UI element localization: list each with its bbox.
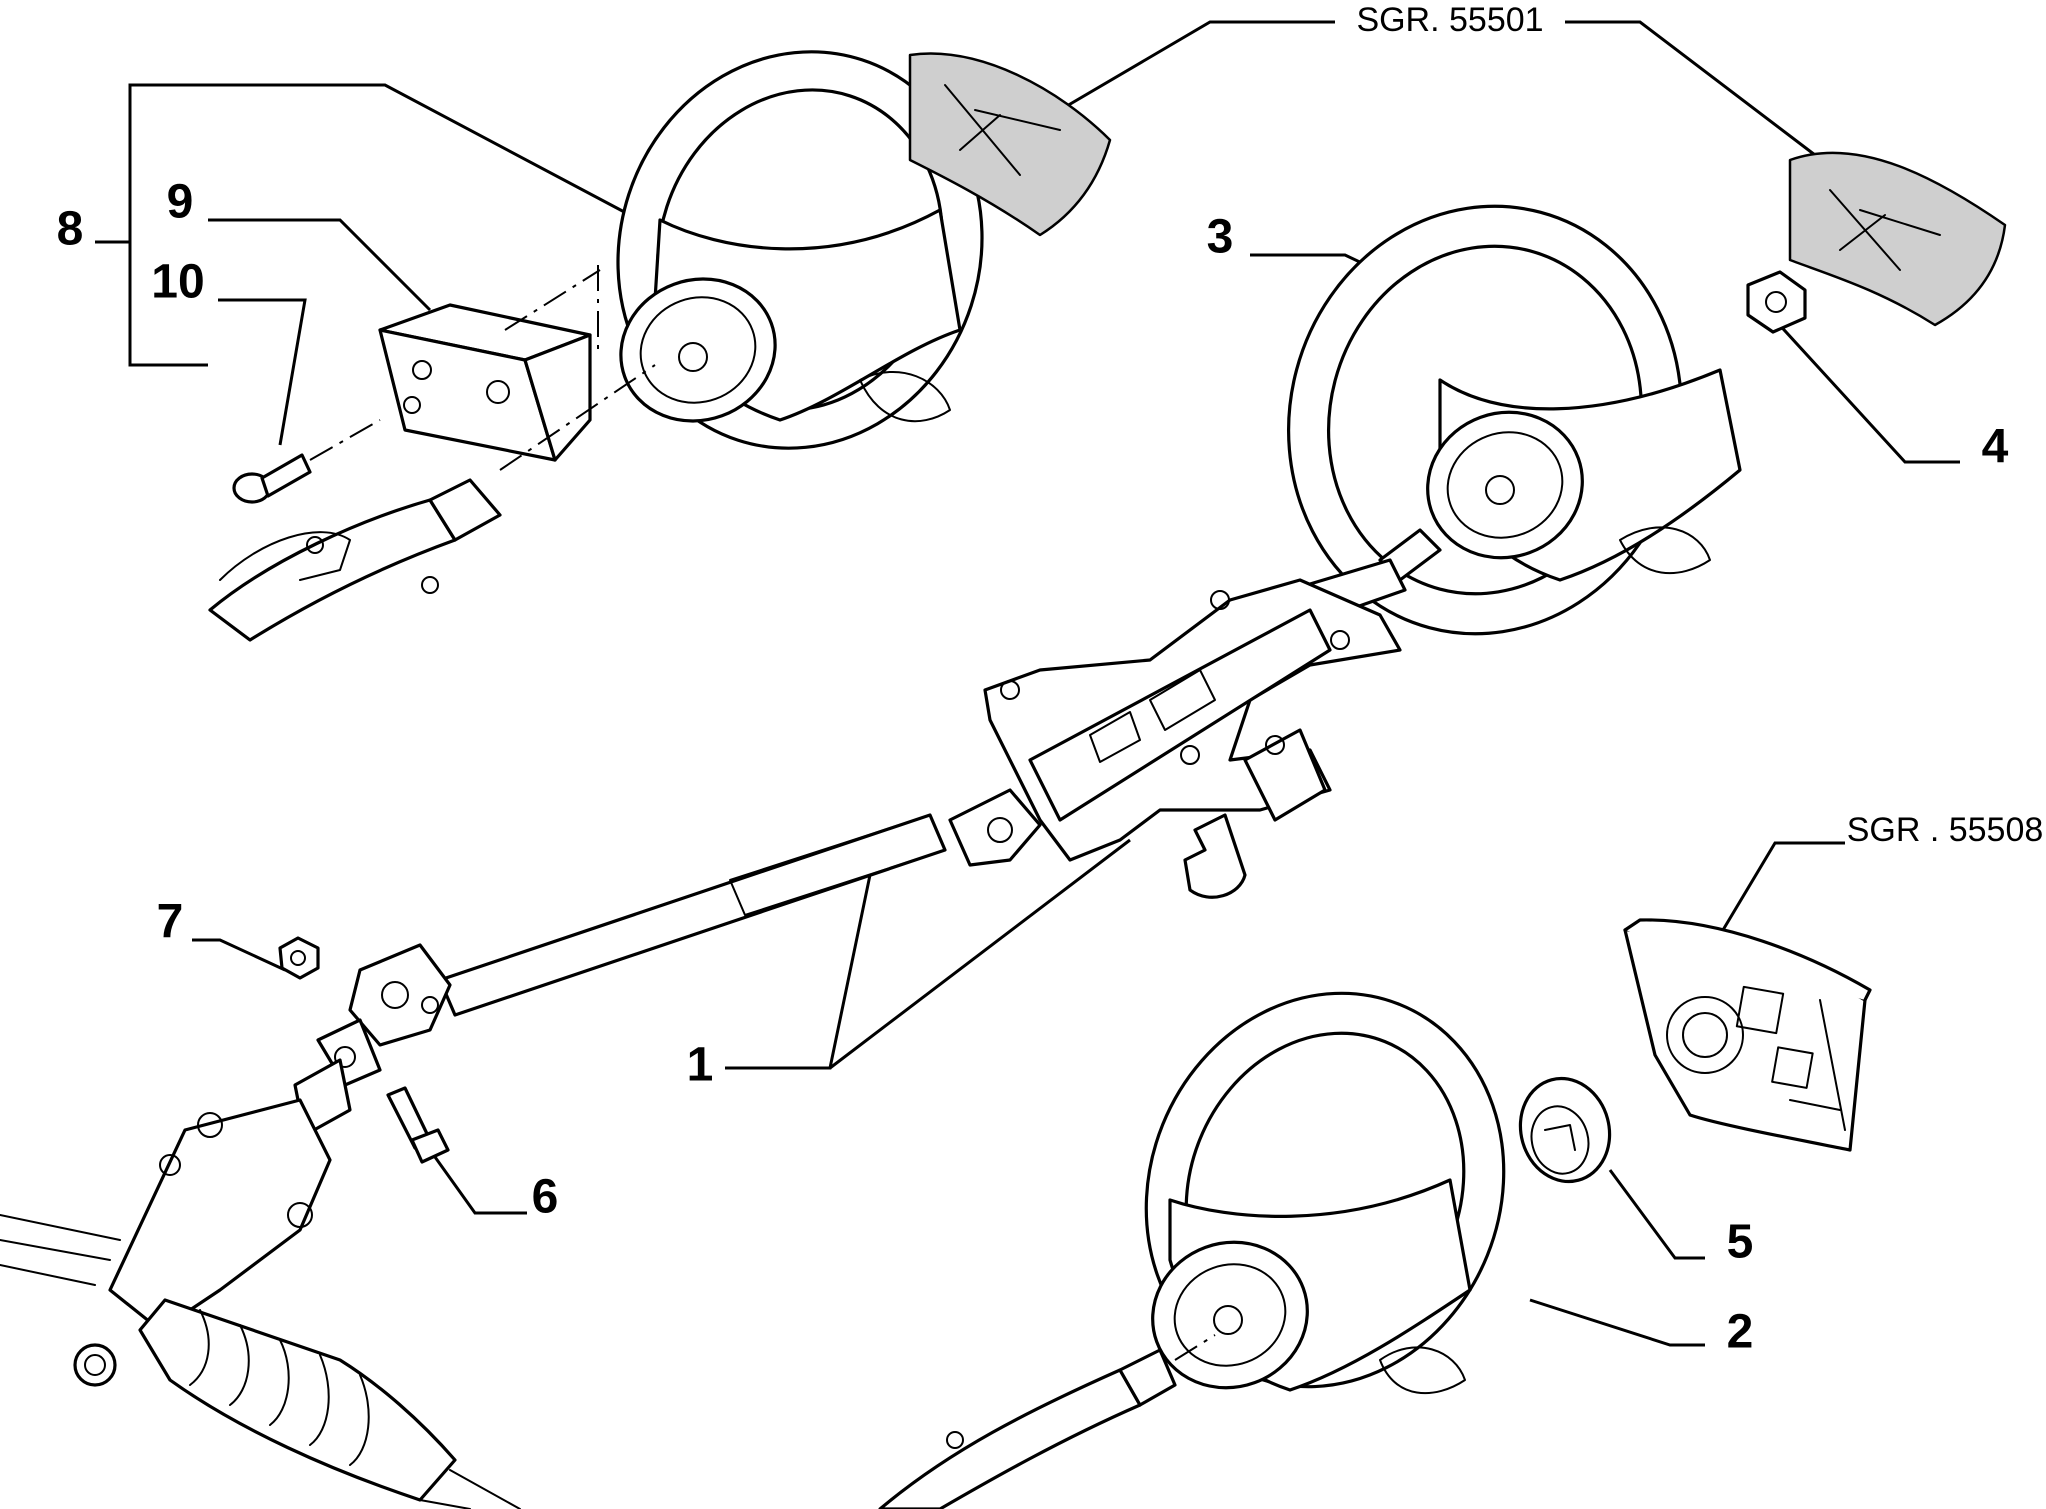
callout-5: 5 bbox=[1727, 1216, 1754, 1269]
bolt-6 bbox=[386, 1086, 450, 1164]
reference-sgr-55508: SGR . 55508 bbox=[1847, 811, 2044, 849]
adapter-5 bbox=[1518, 1076, 1612, 1184]
callout-2: 2 bbox=[1727, 1306, 1754, 1359]
callout-9: 9 bbox=[167, 176, 194, 229]
horn-pad-top-right bbox=[1788, 151, 2007, 327]
steering-rack bbox=[0, 1058, 521, 1509]
callout-1: 1 bbox=[687, 1039, 714, 1092]
callout-labels: 1 2 3 4 5 6 7 8 9 10 SGR. 55501 SGR . 55… bbox=[57, 1, 2044, 1359]
callout-6: 6 bbox=[532, 1171, 559, 1224]
airbag-module bbox=[1623, 918, 1872, 1152]
reference-sgr-55501: SGR. 55501 bbox=[1356, 1, 1543, 39]
leader-lines bbox=[95, 20, 1960, 1347]
nut-4 bbox=[1746, 270, 1807, 334]
screw-10 bbox=[232, 419, 381, 504]
steering-wheel-top-left bbox=[616, 50, 984, 450]
horn-pad-top-left bbox=[908, 52, 1112, 237]
nut-7 bbox=[278, 936, 320, 980]
steering-column bbox=[316, 528, 1442, 1087]
callout-8: 8 bbox=[57, 203, 84, 256]
callout-7: 7 bbox=[157, 896, 184, 949]
callout-10: 10 bbox=[151, 256, 204, 309]
callout-3: 3 bbox=[1207, 211, 1234, 264]
shaft-bottom bbox=[878, 1334, 1216, 1509]
steering-wheel-3 bbox=[1286, 204, 1742, 636]
callout-4: 4 bbox=[1982, 421, 2009, 474]
shaft-top-left bbox=[208, 478, 502, 642]
spacer-block bbox=[378, 265, 656, 471]
steering-wheel-2 bbox=[1144, 991, 1506, 1394]
